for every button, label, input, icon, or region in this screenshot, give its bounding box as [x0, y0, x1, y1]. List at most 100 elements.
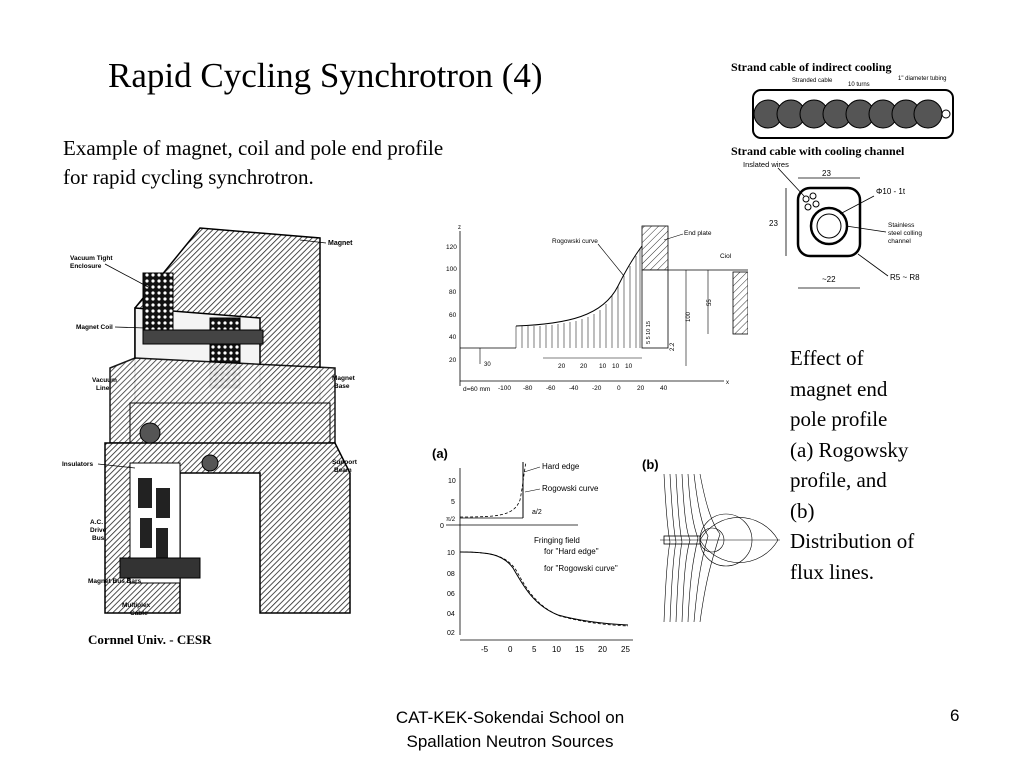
label-vacuum-tight-1: Vacuum Tight: [70, 255, 113, 262]
effect-line: magnet end: [790, 376, 888, 401]
dim-tube: Φ10 - 1t: [876, 187, 906, 196]
x-tick: 10: [552, 645, 561, 654]
upper-tick: 5: [451, 499, 455, 506]
label-insulators: Insulators: [62, 461, 93, 468]
label-ac-drive-2: Drive: [90, 527, 107, 534]
x-tick: 25: [621, 645, 630, 654]
gap-label: d=60 mm: [463, 386, 490, 393]
footer-line-2: Spallation Neutron Sources: [406, 732, 614, 751]
magnet-cutaway-illustration: Magnet Vacuum Tight Enclosure Magnet Coi…: [62, 227, 358, 647]
label-multiplex-2: Cable: [130, 610, 148, 617]
bottom-dim: 10: [612, 363, 620, 370]
x-tick: 20: [598, 645, 607, 654]
lower-tick: 08: [447, 571, 455, 578]
effect-line: pole profile: [790, 407, 888, 431]
intro-text: Example of magnet, coil and pole end pro…: [63, 136, 444, 189]
zero-label: 0: [440, 523, 444, 530]
x-tick: 40: [660, 385, 668, 392]
rogowski-curve-label: Rogowski curve: [542, 484, 599, 493]
y-tick: 120: [446, 244, 457, 251]
effect-line: flux lines.: [790, 559, 874, 584]
cable-title-1: Strand cable of indirect cooling: [731, 60, 891, 74]
flux-lines-figure: (b): [642, 457, 780, 623]
end-plate-label: End plate: [684, 230, 712, 237]
x-tick: -100: [498, 385, 511, 392]
label-magnet: Magnet: [328, 240, 353, 247]
x-tick: 5: [532, 645, 537, 654]
page-title: Rapid Cycling Synchrotron (4): [108, 56, 543, 95]
x-tick: -60: [546, 385, 556, 392]
footer-line-1: CAT-KEK-Sokendai School on: [395, 708, 625, 727]
y-tick: 40: [449, 334, 457, 341]
bottom-dim: 20: [580, 363, 588, 370]
y-tick: 80: [449, 289, 457, 296]
label-multiplex-1: Multiplex: [122, 602, 151, 609]
bottom-dim: 20: [558, 363, 566, 370]
label-magnet-base-1: Magnet: [332, 375, 356, 382]
dim-55: 55: [707, 299, 713, 306]
cable-title-2: Strand cable with cooling channel: [731, 144, 905, 158]
steel-label-3: channel: [888, 238, 911, 245]
label-support-beam-1: Support: [332, 459, 358, 466]
fringing-label-2: for "Hard edge": [544, 547, 599, 556]
label-ac-drive-3: Bus: [92, 535, 105, 542]
label-ac-drive-1: A.C.: [90, 519, 103, 526]
panel-b-label: (b): [642, 457, 659, 472]
dim-top: 23: [822, 169, 831, 178]
lower-tick: 04: [447, 611, 455, 618]
upper-tick: 10: [448, 478, 456, 485]
x-tick: -80: [523, 385, 533, 392]
radius-label: R5 ~ R8: [890, 273, 920, 282]
steel-label-1: Stainless: [888, 222, 915, 229]
x-axis-label: x: [726, 380, 729, 386]
label-vacuum-line-2: Line: [96, 385, 110, 392]
x-tick: 0: [617, 385, 621, 392]
turns-label: 10 turns: [848, 82, 870, 88]
label-bus-bars: Magnet Bus Bars: [88, 578, 141, 585]
lower-tick: 02: [447, 630, 455, 637]
dim-bottom: ~22: [822, 275, 836, 284]
y-tick: 60: [449, 312, 457, 319]
effect-line: Distribution of: [790, 529, 915, 553]
strand-bundles: [753, 99, 951, 129]
insulated-wires-label: Inslated wires: [743, 160, 789, 169]
x-tick: 0: [508, 645, 513, 654]
bottom-dim: 10: [599, 363, 607, 370]
label-support-beam-2: Beam: [334, 467, 352, 474]
lower-tick: 06: [447, 591, 455, 598]
lower-tick: 10: [447, 550, 455, 557]
footer: CAT-KEK-Sokendai School on Spallation Ne…: [340, 706, 680, 754]
y-tick: 20: [449, 357, 457, 364]
strand-cable-figure: Strand cable of indirect cooling Strande…: [731, 60, 954, 289]
fringing-field-figure: (a) 10 5 π/2 0 Hard edge Rogowski curve …: [432, 446, 633, 654]
rogowski-label: Rogowski curve: [552, 238, 598, 245]
page-number: 6: [950, 706, 960, 725]
fringing-label-1: Fringing field: [534, 536, 580, 545]
pole-profile-hatching: [515, 248, 641, 348]
dim-100: 100: [686, 311, 692, 322]
effect-line: profile, and: [790, 468, 887, 492]
dim-30: 30: [484, 362, 491, 368]
coil-label: Ciol: [720, 253, 732, 260]
pole-end-profile-figure: z 120 100 80 60 40 20 Rogowski curve End…: [446, 225, 748, 393]
y-axis-label: z: [458, 225, 461, 231]
x-tick: -20: [592, 385, 602, 392]
half-gap-label: a/2: [532, 509, 542, 516]
effect-line: Effect of: [790, 346, 864, 370]
panel-a-label: (a): [432, 446, 448, 461]
steel-label-2: steel colling: [888, 230, 922, 237]
x-tick: 20: [637, 385, 645, 392]
x-tick: -5: [481, 645, 489, 654]
label-vacuum-line-1: Vacuum: [92, 377, 117, 384]
fringing-label-3: for "Rogowski curve": [544, 564, 618, 573]
x-tick: -40: [569, 385, 579, 392]
diameter-tubing-label: 1" diameter tubing: [898, 76, 947, 82]
flux-lines: [663, 473, 721, 623]
hard-edge-label: Hard edge: [542, 462, 580, 471]
effect-line: (a) Rogowsky: [790, 437, 909, 462]
label-magnet-coil: Magnet Coil: [76, 324, 113, 331]
bottom-dim: 10: [625, 363, 633, 370]
effect-line: (b): [790, 498, 815, 523]
label-magnet-base-2: Base: [334, 383, 350, 390]
stranded-cable-label: Stranded cable: [792, 78, 833, 84]
